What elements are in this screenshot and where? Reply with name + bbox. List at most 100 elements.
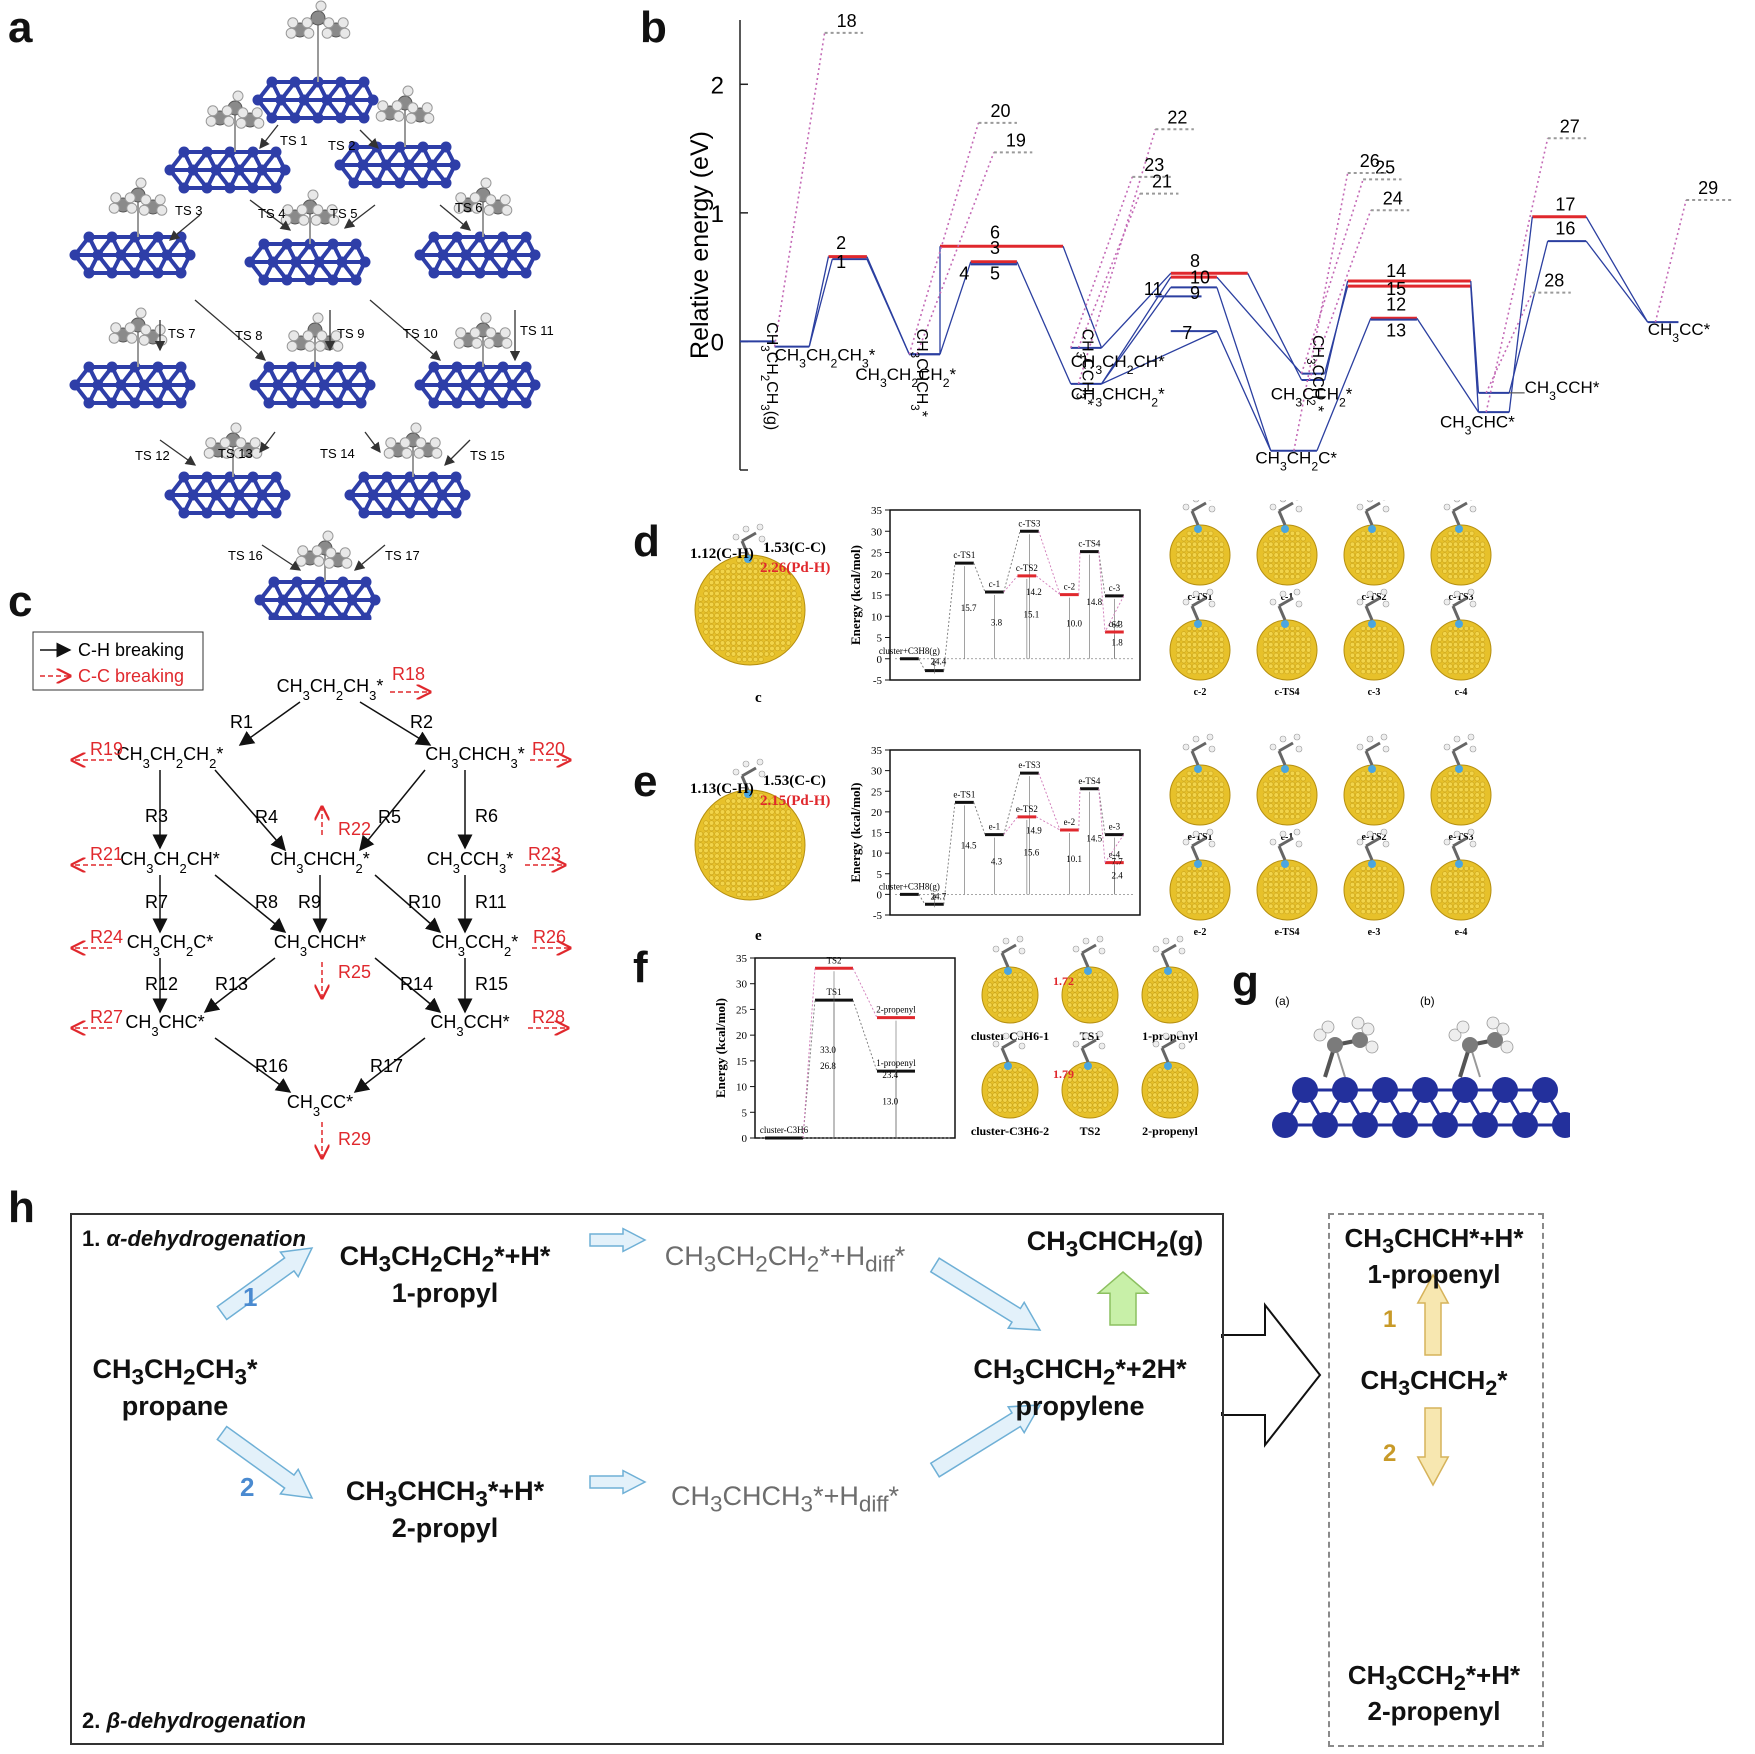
e-cc-label: 1.53(C-C) bbox=[763, 773, 826, 789]
e-connector bbox=[973, 802, 986, 835]
species-iso_propyl: CH3CHCH3* bbox=[425, 744, 524, 771]
ch-arrow bbox=[214, 1037, 292, 1093]
ts-arrow bbox=[354, 544, 386, 571]
e-struct-label: e-1 bbox=[1281, 832, 1294, 843]
d-ylabel: Energy (kcal/mol) bbox=[848, 545, 863, 645]
d-struct-icon bbox=[1430, 588, 1492, 681]
e-barrier-label: 14.9 bbox=[1026, 826, 1042, 836]
f-red-number: 1.79 bbox=[1053, 1067, 1074, 1081]
e-ylabel: Energy (kcal/mol) bbox=[848, 782, 863, 882]
e-tick-label: 25 bbox=[871, 786, 883, 798]
g-sub-a: (a) bbox=[1275, 994, 1290, 1008]
path-connector bbox=[1016, 261, 1072, 385]
cc-connector bbox=[1293, 172, 1349, 451]
species-label: CH3CC* bbox=[1648, 320, 1711, 345]
ts-label: TS 1 bbox=[280, 133, 307, 148]
d-barrier-label: 1.8 bbox=[1111, 637, 1123, 647]
cc-reaction-label: R22 bbox=[338, 819, 371, 839]
f-struct-label: 1-propenyl bbox=[1142, 1029, 1198, 1043]
e-connector bbox=[1036, 816, 1061, 831]
f-struct-label: TS2 bbox=[1080, 1124, 1101, 1138]
path-connector bbox=[1323, 285, 1349, 374]
cc-connector bbox=[1070, 176, 1134, 349]
ts-arrow bbox=[343, 204, 376, 229]
d-barrier-label: 14.2 bbox=[1026, 587, 1042, 597]
e-connector bbox=[1098, 788, 1106, 863]
ts-arrow bbox=[249, 199, 292, 231]
d-tick-label: 15 bbox=[871, 590, 883, 602]
d-connector bbox=[973, 562, 986, 593]
path-connector bbox=[1470, 286, 1480, 413]
legend-ch-label: C-H breaking bbox=[78, 640, 184, 660]
d-connector bbox=[1078, 551, 1081, 595]
cluster-3 bbox=[69, 177, 196, 279]
e-struct-label: e-TS4 bbox=[1275, 927, 1300, 938]
path-connector bbox=[1101, 272, 1172, 349]
ts-label: TS 8 bbox=[235, 328, 262, 343]
path-connector bbox=[1101, 287, 1172, 385]
f-tick-label: 0 bbox=[742, 1133, 748, 1145]
e-tick-label: 15 bbox=[871, 828, 883, 840]
e-tick-label: 30 bbox=[871, 766, 883, 778]
ts-label: TS 14 bbox=[320, 446, 355, 461]
arrow-propane-to-propyl2 bbox=[216, 1425, 314, 1499]
path-connector bbox=[1100, 276, 1172, 385]
ts-label: TS 3 bbox=[175, 203, 202, 218]
ts-number-label: 1 bbox=[836, 252, 846, 272]
cc-reaction-label: R18 bbox=[392, 664, 425, 684]
e-tick-label: 35 bbox=[871, 745, 883, 757]
cc-reaction-label: R28 bbox=[532, 1007, 565, 1027]
species-n_propyl: CH3CH2CH2* bbox=[117, 744, 224, 771]
f-connector bbox=[852, 968, 878, 1018]
e-state-label: e-TS4 bbox=[1078, 776, 1100, 786]
g-atom bbox=[1352, 1112, 1378, 1138]
ts-arrow bbox=[259, 124, 279, 150]
e-cluster-label: e bbox=[755, 928, 762, 944]
d-connector bbox=[1035, 575, 1061, 595]
y-tick-label: 2 bbox=[711, 72, 724, 99]
adsorbate-icon bbox=[108, 307, 168, 367]
panel-letter-d: d bbox=[633, 517, 660, 566]
d-barrier-label: 14.8 bbox=[1086, 597, 1102, 607]
h-propane: CH3CH2CH3*propane bbox=[92, 1354, 258, 1422]
ch-arrow bbox=[238, 701, 301, 746]
reaction-label: R11 bbox=[475, 892, 507, 912]
d-connector bbox=[1104, 595, 1125, 633]
f-ylabel: Energy (kcal/mol) bbox=[713, 998, 728, 1098]
h-propylene-gas: CH3CHCH2(g) bbox=[1026, 1226, 1204, 1262]
adsorbate-icon bbox=[205, 90, 265, 152]
species-ch3cch2: CH3CCH2* bbox=[432, 932, 518, 959]
e-ch-label: 1.13(C-H) bbox=[690, 781, 754, 797]
path-connector bbox=[1216, 276, 1303, 375]
d-struct-label: c-2 bbox=[1194, 687, 1207, 698]
d-state-label: c-1 bbox=[989, 579, 1001, 589]
d-cc-label: 1.53(C-C) bbox=[763, 540, 826, 556]
g-atom bbox=[1272, 1112, 1298, 1138]
f-connector bbox=[802, 1000, 816, 1139]
reaction-label: R9 bbox=[298, 892, 321, 912]
panel-letter-h: h bbox=[8, 1183, 35, 1232]
species-label: CH3CCH2* bbox=[1271, 384, 1353, 409]
e-connector bbox=[1038, 772, 1061, 831]
ts-label: TS 9 bbox=[337, 326, 364, 341]
path-connector bbox=[1585, 216, 1649, 323]
reaction-label: R3 bbox=[145, 806, 168, 826]
h-box-arrow1-label: 1 bbox=[1383, 1306, 1397, 1333]
reaction-label: R6 bbox=[475, 806, 498, 826]
g-adsorbate-icon bbox=[1313, 1016, 1379, 1078]
cc-connector bbox=[1485, 138, 1549, 413]
ts-label: TS 12 bbox=[135, 448, 170, 463]
d-tick-label: 0 bbox=[877, 654, 883, 666]
e-state-label: e-3 bbox=[1109, 822, 1121, 832]
ts-arrow bbox=[259, 431, 276, 454]
d-connector bbox=[1098, 551, 1106, 596]
cc-reaction-label: R21 bbox=[90, 844, 123, 864]
e-state-label: cluster+C3H8(g) bbox=[879, 881, 940, 891]
h-propyl2-diff: CH3CHCH3*+Hdiff* bbox=[671, 1481, 899, 1517]
d-state-label: c-TS1 bbox=[953, 550, 975, 560]
e-connector bbox=[1104, 834, 1125, 863]
species-ch3cch: CH3CCH* bbox=[430, 1012, 509, 1039]
adsorbate-icon bbox=[203, 422, 263, 477]
species-label: CH3CCH* bbox=[1525, 378, 1600, 403]
